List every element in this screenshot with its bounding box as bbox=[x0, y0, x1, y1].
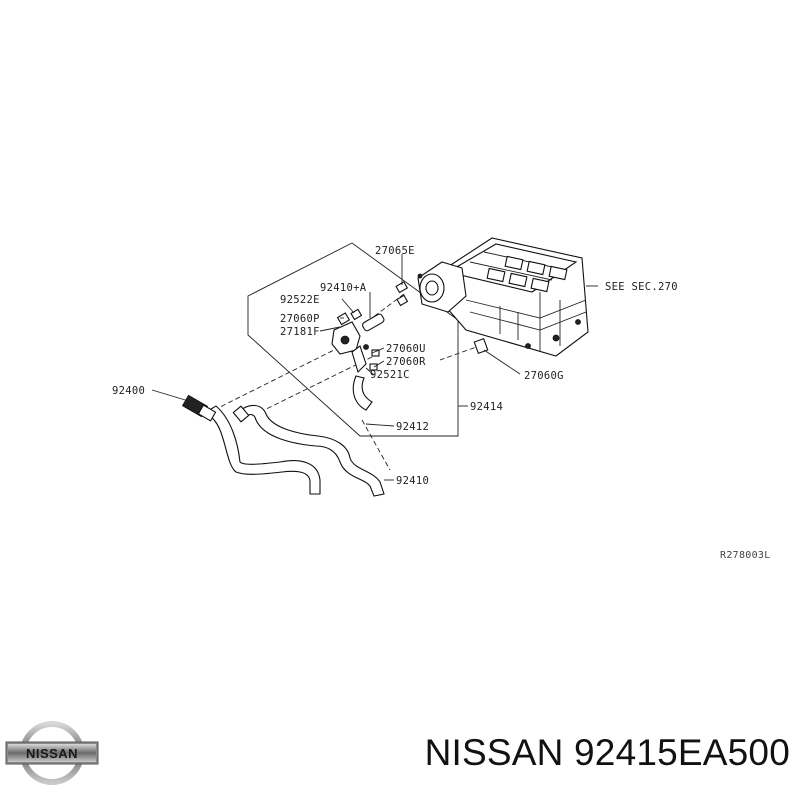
reference-code: R278003L bbox=[720, 550, 771, 561]
label-92521C: 92521C bbox=[370, 369, 410, 381]
alignment-line bbox=[361, 419, 391, 471]
hose-clamps bbox=[336, 281, 489, 371]
label-see-sec-270: SEE SEC.270 bbox=[605, 281, 678, 293]
label-27065E: 27065E bbox=[375, 245, 415, 257]
label-27060U: 27060U bbox=[386, 343, 426, 355]
label-27060G: 27060G bbox=[524, 370, 564, 382]
label-92410: 92410 bbox=[396, 475, 429, 487]
part-number-title: NISSAN 92415EA500 bbox=[424, 732, 790, 773]
alignment-line bbox=[251, 356, 373, 417]
label-92410A: 92410+A bbox=[320, 282, 367, 294]
hose-92400 bbox=[205, 405, 321, 495]
label-27181F: 27181F bbox=[280, 326, 320, 338]
heater-unit bbox=[417, 237, 589, 357]
brand-footer: NISSAN NISSAN 92415EA500 bbox=[0, 718, 800, 788]
alignment-line bbox=[217, 346, 341, 409]
logo-text: NISSAN bbox=[26, 746, 78, 761]
nissan-logo: NISSAN bbox=[5, 721, 99, 785]
label-92522E: 92522E bbox=[280, 294, 320, 306]
hose-92412 bbox=[352, 375, 373, 411]
leader-lines bbox=[151, 254, 598, 481]
assembly-outline bbox=[247, 242, 459, 437]
label-27060R: 27060R bbox=[386, 356, 426, 368]
label-92400: 92400 bbox=[112, 385, 145, 397]
hose-92410 bbox=[237, 404, 385, 497]
label-92414: 92414 bbox=[470, 401, 503, 413]
label-27060P: 27060P bbox=[280, 313, 320, 325]
label-92412: 92412 bbox=[396, 421, 429, 433]
alignment-line bbox=[371, 293, 405, 319]
water-valve bbox=[331, 321, 367, 374]
